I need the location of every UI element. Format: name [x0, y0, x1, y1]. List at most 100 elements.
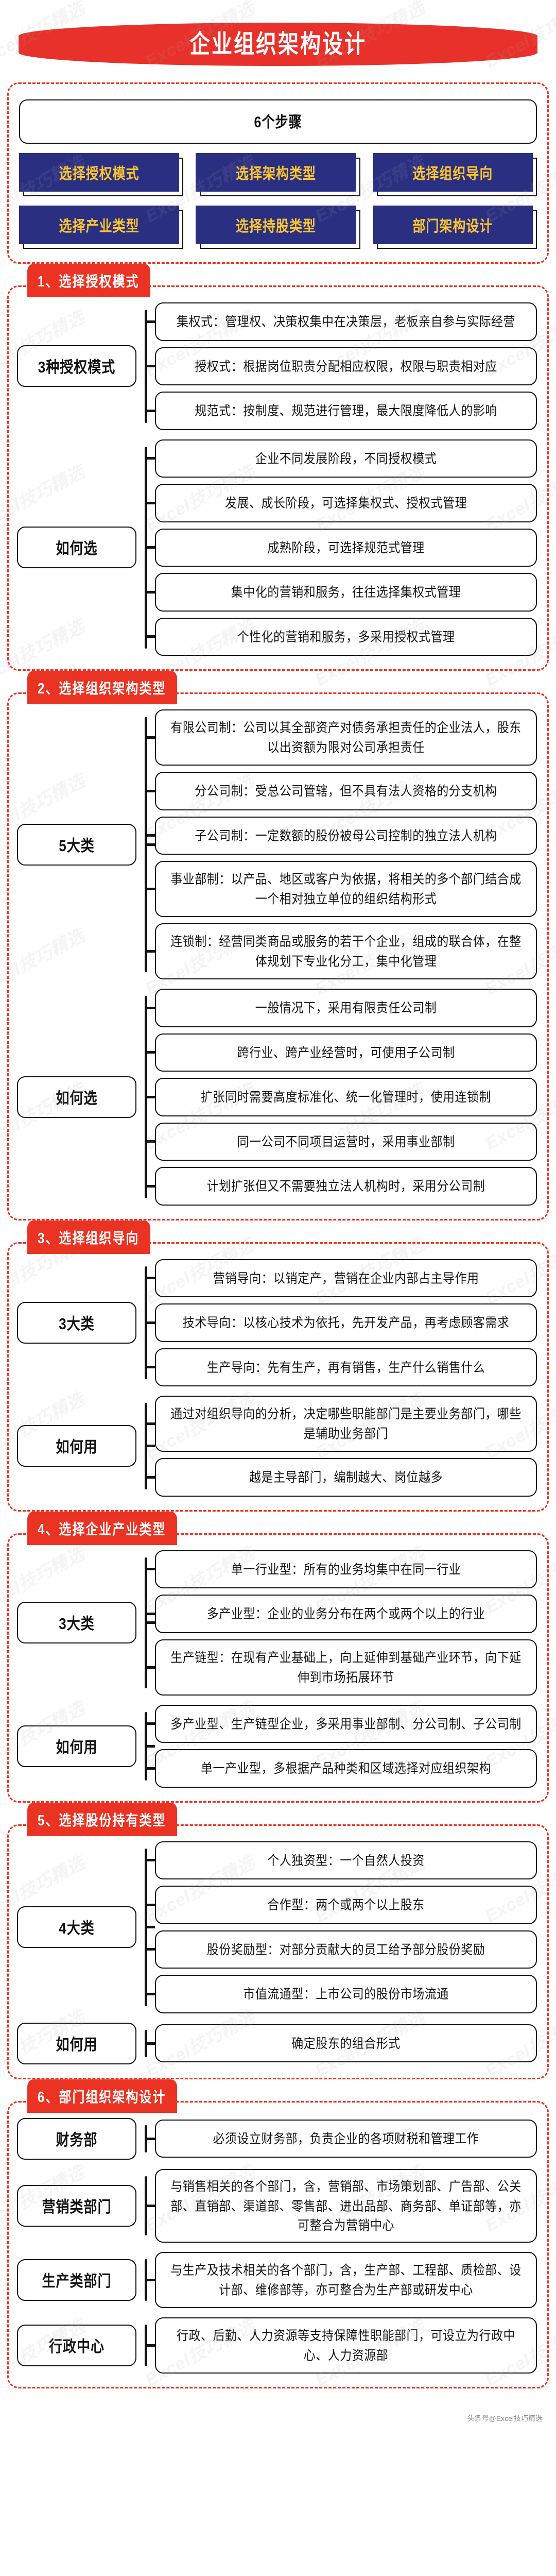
mindmap-leaf[interactable]: 生产链型：在现有产业基础上，向上延伸到基础产业环节，向下延伸到市场拓展环节: [146, 1639, 537, 1696]
step-card[interactable]: 部门架构设计: [372, 206, 537, 249]
mindmap-node[interactable]: 3大类: [17, 1602, 136, 1643]
mindmap-leaf[interactable]: 连锁制：经营同类商品或服务的若干个企业，组成的联合体，在整体规划下专业化分工，集…: [146, 923, 537, 979]
connector-stub: [145, 1621, 155, 1624]
mindmap-group: 5大类 有限公司制：公司以其全部资产对债务承担责任的企业法人，股东以出资额为限对公…: [17, 709, 537, 979]
mindmap-leaf[interactable]: 事业部制：以产品、地区或客户为依据，将相关的多个部门结合成一个相对独立单位的组织…: [146, 861, 537, 917]
mindmap-node-column: 5大类: [17, 823, 136, 866]
mindmap-node[interactable]: 生产类部门: [17, 2259, 136, 2301]
mindmap-leaf[interactable]: 通过对组织导向的分析，决定哪些职能部门是主要业务部门，哪些是辅助业务部门: [146, 1396, 537, 1452]
mindmap-leaf-text: 行政、后勤、人力资源等支持保障性职能部门，可设立为行政中心、人力资源部: [177, 2328, 515, 2363]
mindmap-leaf-text: 分公司制：受总公司管辖，但不具有法人资格的分支机构: [195, 783, 497, 799]
mindmap-leaf-text: 个性化的营销和服务，多采用授权式管理: [237, 629, 455, 644]
mindmap-group: 3种授权模式 集权式：管理权、决策权集中在决策层，老板亲自参与实际经营授权式：根据…: [17, 302, 537, 430]
mindmap-leaf-text: 计划扩张但又不需要独立法人机构时，采用分公司制: [206, 1178, 485, 1194]
mindmap-leaf[interactable]: 技术导向：以核心技术为依托，先开发产品，再考虑顾客需求: [146, 1303, 537, 1342]
mindmap-leaf[interactable]: 个性化的营销和服务，多采用授权式管理: [146, 617, 537, 656]
mindmap-leaf[interactable]: 多产业型、生产链型企业，多采用事业部制、分公司制、子公司制: [146, 1704, 537, 1743]
mindmap-leaf-text: 与销售相关的各个部门，含，营销部、市场策划部、广告部、公关部、直销部、渠道部、零…: [170, 2178, 522, 2233]
mindmap-leaf-column: 企业不同发展阶段，不同授权模式发展、成长阶段，可选择集权式、授权式管理成熟阶段，…: [146, 439, 537, 656]
step-card-label: 选择授权模式: [59, 165, 140, 182]
mindmap-leaf-column: 多产业型、生产链型企业，多采用事业部制、分公司制、子公司制单一产业型，多根据产品…: [146, 1704, 537, 1788]
mindmap-leaf[interactable]: 股份奖励型：对部分贡献大的员工给予部分股份奖励: [146, 1930, 537, 1969]
mindmap-node-column: 如何用: [17, 2022, 136, 2064]
mindmap-leaf-text: 生产链型：在现有产业基础上，向上延伸到基础产业环节，向下延伸到市场拓展环节: [170, 1650, 522, 1684]
mindmap-leaf[interactable]: 授权式：根据岗位职责分配相应权限，权限与职责相对应: [146, 347, 537, 385]
mindmap-node-column: 行政中心: [17, 2325, 136, 2366]
mindmap-leaf-text: 合作型：两个或两个以上股东: [267, 1897, 425, 1912]
mindmap-leaf-text: 连锁制：经营同类商品或服务的若干个企业，组成的联合体，在整体规划下专业化分工，集…: [170, 934, 522, 969]
mindmap-leaf[interactable]: 企业不同发展阶段，不同授权模式: [146, 439, 537, 478]
mindmap-connector: [136, 1841, 155, 2013]
mindmap-leaf[interactable]: 集权式：管理权、决策权集中在决策层，老板亲自参与实际经营: [146, 302, 537, 341]
mindmap-leaf[interactable]: 越是主导部门，编制越大、岗位越多: [146, 1458, 537, 1497]
title-banner-wrap: 企业组织架构设计: [0, 18, 556, 86]
mindmap-node-label: 生产类部门: [42, 2272, 112, 2290]
mindmap-leaf[interactable]: 单一行业型：所有的业务均集中在同一行业: [146, 1550, 537, 1588]
mindmap-node[interactable]: 如何选: [17, 1076, 136, 1118]
mindmap-node[interactable]: 如何选: [17, 527, 136, 569]
mindmap-node[interactable]: 财务部: [17, 2117, 136, 2160]
page-title: 企业组织架构设计: [189, 30, 367, 58]
mindmap-leaf-column: 与销售相关的各个部门，含，营销部、市场策划部、广告部、公关部、直销部、渠道部、零…: [146, 2168, 537, 2243]
step-card[interactable]: 选择组织导向: [372, 153, 537, 196]
mindmap-node-label: 财务部: [56, 2130, 98, 2149]
mindmap-node-label: 3种授权模式: [38, 358, 116, 377]
mindmap-node[interactable]: 5大类: [17, 823, 136, 866]
mindmap-node-label: 如何用: [56, 2035, 98, 2054]
mindmap-leaf[interactable]: 单一产业型，多根据产品种类和区域选择对应组织架构: [146, 1749, 537, 1788]
mindmap-leaf[interactable]: 与生产及技术相关的各个部门，含，生产部、工程部、质检部、设计部、维修部等，亦可整…: [146, 2252, 537, 2308]
mindmap-leaf[interactable]: 子公司制：一定数额的股份被母公司控制的独立法人机构: [146, 816, 537, 855]
mindmap-node[interactable]: 如何用: [17, 1425, 136, 1467]
mindmap-leaf[interactable]: 成熟阶段，可选择规范式管理: [146, 528, 537, 567]
mindmap-section: 2、选择组织架构类型 5大类 有限公司制：公司以其全部资产对债务承担责任的企业法人，…: [7, 671, 549, 1221]
mindmap-leaf-column: 个人独资型：一个自然人投资合作型：两个或两个以上股东股份奖励型：对部分贡献大的员…: [146, 1841, 537, 2013]
mindmap-leaf[interactable]: 分公司制：受总公司管辖，但不具有法人资格的分支机构: [146, 772, 537, 810]
mindmap-leaf-text: 确定股东的组合形式: [291, 2036, 401, 2051]
mindmap-leaf-text: 单一行业型：所有的业务均集中在同一行业: [231, 1562, 461, 1577]
mindmap-leaf[interactable]: 个人独资型：一个自然人投资: [146, 1841, 537, 1879]
mindmap-node[interactable]: 行政中心: [17, 2325, 136, 2366]
mindmap-leaf-text: 单一产业型，多根据产品种类和区域选择对应组织架构: [201, 1760, 491, 1776]
mindmap-leaf[interactable]: 生产导向：先有生产，再有销售，生产什么销售什么: [146, 1348, 537, 1386]
step-card[interactable]: 选择持股类型: [196, 206, 360, 249]
mindmap-leaf[interactable]: 有限公司制：公司以其全部资产对债务承担责任的企业法人，股东以出资额为限对公司承担…: [146, 709, 537, 766]
step-card[interactable]: 选择架构类型: [196, 153, 360, 196]
mindmap-leaf[interactable]: 确定股东的组合形式: [146, 2024, 537, 2063]
mindmap-leaf[interactable]: 跨行业、跨产业经营时，可使用子公司制: [146, 1033, 537, 1072]
mindmap-leaf[interactable]: 扩张同时需要高度标准化、统一化管理时，使用连锁制: [146, 1078, 537, 1116]
step-card[interactable]: 选择产业类型: [19, 206, 184, 249]
mindmap-node[interactable]: 营销类部门: [17, 2184, 136, 2227]
mindmap-leaf[interactable]: 一般情况下，采用有限责任公司制: [146, 989, 537, 1027]
mindmap-leaf[interactable]: 与销售相关的各个部门，含，营销部、市场策划部、广告部、公关部、直销部、渠道部、零…: [146, 2168, 537, 2243]
mindmap-leaf[interactable]: 同一公司不同项目运营时，采用事业部制: [146, 1122, 537, 1161]
section-tag: 2、选择组织架构类型: [27, 671, 178, 704]
mindmap-leaf-column: 集权式：管理权、决策权集中在决策层，老板亲自参与实际经营授权式：根据岗位职责分配…: [146, 302, 537, 430]
mindmap-node-label: 如何选: [56, 539, 98, 558]
mindmap-leaf[interactable]: 营销导向：以销定产，营销在企业内部占主导作用: [146, 1259, 537, 1297]
mindmap-leaf[interactable]: 多产业型：企业的业务分布在两个或两个以上的行业: [146, 1595, 537, 1633]
mindmap-leaf[interactable]: 市值流通型：上市公司的股份市场流通: [146, 1975, 537, 2013]
mindmap-connector: [136, 1550, 155, 1696]
mindmap-leaf[interactable]: 规范式：按制度、规范进行管理，最大限度降低人的影响: [146, 392, 537, 430]
mindmap-leaf-text: 跨行业、跨产业经营时，可使用子公司制: [237, 1045, 455, 1060]
mindmap-leaf-text: 多产业型、生产链型企业，多采用事业部制、分公司制、子公司制: [170, 1716, 522, 1731]
mindmap-node-column: 财务部: [17, 2117, 136, 2160]
mindmap-leaf-column: 必须设立财务部，负责企业的各项财税和管理工作: [146, 2119, 537, 2158]
mindmap-node[interactable]: 如何用: [17, 2022, 136, 2064]
mindmap-leaf[interactable]: 合作型：两个或两个以上股东: [146, 1886, 537, 1924]
mindmap-leaf-text: 扩张同时需要高度标准化、统一化管理时，使用连锁制: [201, 1089, 491, 1105]
mindmap-leaf[interactable]: 集中化的营销和服务，往往选择集权式管理: [146, 573, 537, 612]
mindmap-leaf-column: 有限公司制：公司以其全部资产对债务承担责任的企业法人，股东以出资额为限对公司承担…: [146, 709, 537, 979]
mindmap-node[interactable]: 3种授权模式: [17, 345, 136, 387]
mindmap-leaf[interactable]: 计划扩张但又不需要独立法人机构时，采用分公司制: [146, 1167, 537, 1206]
step-card-face: 选择组织导向: [372, 153, 533, 192]
step-card[interactable]: 选择授权模式: [19, 153, 184, 196]
mindmap-node[interactable]: 4大类: [17, 1906, 136, 1948]
mindmap-group: 财务部 必须设立财务部，负责企业的各项财税和管理工作: [17, 2117, 537, 2160]
mindmap-leaf[interactable]: 必须设立财务部，负责企业的各项财税和管理工作: [146, 2119, 537, 2158]
mindmap-leaf[interactable]: 行政、后勤、人力资源等支持保障性职能部门，可设立为行政中心、人力资源部: [146, 2317, 537, 2374]
mindmap-leaf[interactable]: 发展、成长阶段，可选择集权式、授权式管理: [146, 484, 537, 522]
mindmap-node[interactable]: 3大类: [17, 1301, 136, 1344]
mindmap-node[interactable]: 如何用: [17, 1725, 136, 1767]
mindmap-group: 3大类营销导向：以销定产，营销在企业内部占主导作用技术导向：以核心技术为依托，先…: [17, 1259, 537, 1386]
